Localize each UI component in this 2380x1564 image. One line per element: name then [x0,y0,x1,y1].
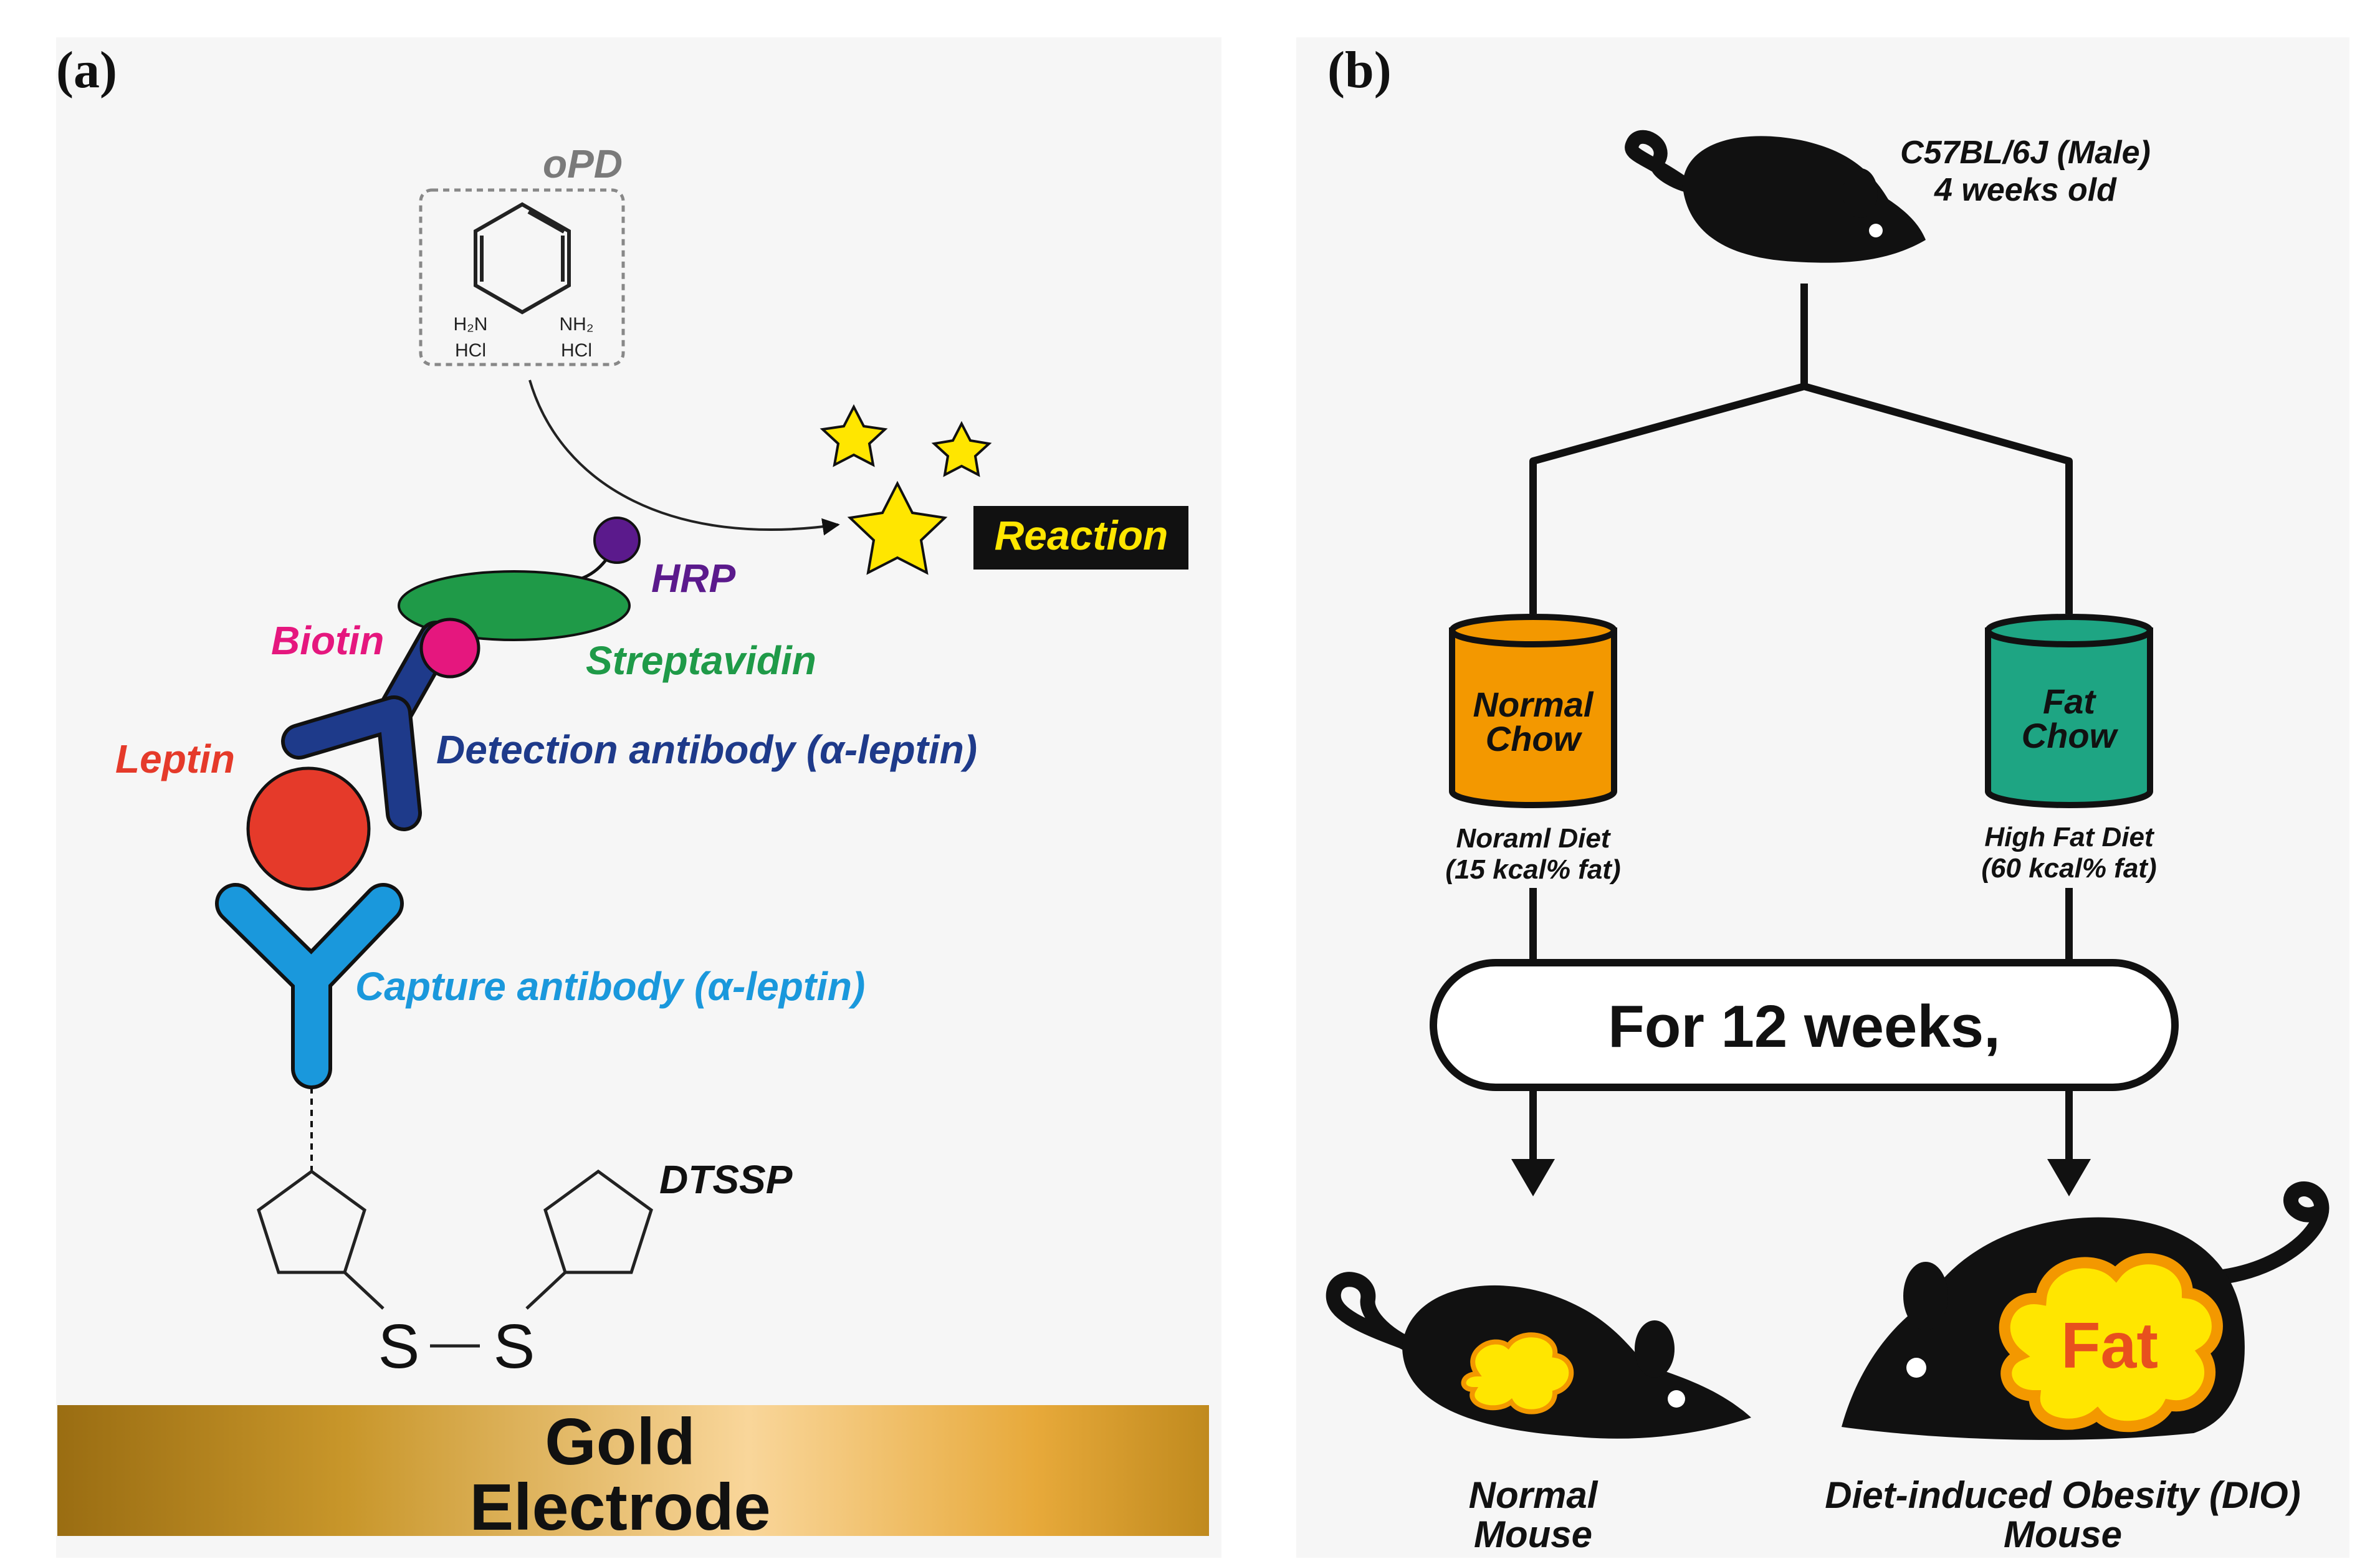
arrow-down-icon [2047,1159,2091,1196]
gold-electrode [57,1405,1209,1536]
mouse-eye [1668,1390,1685,1408]
branch-lines [1529,284,2073,969]
biotin-dot [419,617,480,679]
reaction-arrow [528,379,840,536]
panel-b: (b) C57BL/6J (Male) 4 weeks old Normal C… [1296,37,2349,1558]
opd-left-salt: HCl [455,340,486,361]
bond-line [525,1271,566,1310]
panel-a: (a) oPD H₂N NH₂ HCl HCl Reaction HRP [56,37,1221,1558]
strain-label-line1: C57BL/6J (Male) [1900,135,2151,171]
opd-label: oPD [543,141,623,186]
mouse-icon [1625,130,1926,263]
electrode-label-line1: Gold [545,1405,695,1479]
benzene-double-bond-top [527,210,565,234]
opd-left-amine: H₂N [454,314,488,335]
biotin-label: Biotin [271,618,384,663]
opd-molecule: oPD H₂N NH₂ HCl HCl [419,141,625,366]
dio-mouse-icon: Fat [1842,1181,2330,1440]
reaction-label: Reaction [995,512,1168,558]
fat-diet-label-line1: High Fat Diet [1984,822,2155,852]
capture-antibody-icon [215,883,404,1089]
fat-word: Fat [2061,1310,2158,1382]
mouse-eye [1906,1358,1926,1378]
arrow-down-icon [1511,1159,1555,1196]
hrp-dot [593,517,641,564]
strain-label-line2: 4 weeks old [1934,172,2117,208]
panel-a-background [56,37,1221,1558]
panel-a-label: (a) [56,41,117,99]
duration-pill [1430,959,2179,1091]
dtssp-label: DTSSP [659,1157,793,1202]
small-fat-blob [1461,1332,1574,1414]
star-icon [931,421,992,477]
normal-mouse-icon [1326,1272,1751,1439]
dio-mouse-label-line2: Mouse [2004,1514,2122,1555]
opd-right-amine: NH₂ [560,314,594,335]
leptin-circle [246,766,371,891]
opd-dashed-box [419,188,625,366]
detection-antibody-icon [281,621,454,831]
down-arrows [1511,1087,2091,1196]
benzene-ring-icon [474,202,571,315]
large-fat-blob [1999,1253,2223,1433]
leptin-label: Leptin [115,737,235,781]
reaction-box [973,506,1188,570]
panel-b-label: (b) [1327,41,1392,99]
streptavidin-label: Streptavidin [586,638,816,683]
electrode-label-line2: Electrode [469,1471,770,1544]
fat-can-label-line1: Fat [2043,682,2096,721]
normal-mouse-label-line1: Normal [1469,1474,1599,1516]
sulfur-right: S [494,1312,535,1381]
opd-right-salt: HCl [561,340,592,361]
reaction-stars [820,404,992,575]
normal-can-label-line2: Chow [1486,719,1583,758]
mouse-eye [1869,224,1883,237]
normal-diet-label-line2: (15 kcal% fat) [1445,854,1620,885]
pentagon-ring-icon [257,1169,366,1274]
detection-antibody-label: Detection antibody (α-leptin) [436,727,977,772]
capture-antibody-label: Capture antibody (α-leptin) [355,964,865,1009]
duration-label: For 12 weeks, [1608,993,2000,1060]
star-icon [847,480,948,575]
fat-chow-can: Fat Chow [1985,614,2153,808]
normal-can-label-line1: Normal [1473,685,1594,724]
pentagon-ring-icon [543,1169,653,1274]
hrp-label: HRP [651,556,735,601]
star-icon [820,404,888,467]
sulfur-left: S [378,1312,420,1381]
dio-mouse-label-line1: Diet-induced Obesity (DIO) [1825,1474,2300,1516]
bond-line [343,1271,385,1310]
normal-mouse-label-line2: Mouse [1474,1514,1592,1555]
dtssp-molecule: S S DTSSP [257,1157,793,1381]
fat-diet-label-line2: (60 kcal% fat) [1981,853,2156,884]
fat-can-label-line2: Chow [2022,716,2119,755]
normal-diet-label-line1: Noraml Diet [1456,823,1612,854]
normal-chow-can: Normal Chow [1449,614,1617,808]
